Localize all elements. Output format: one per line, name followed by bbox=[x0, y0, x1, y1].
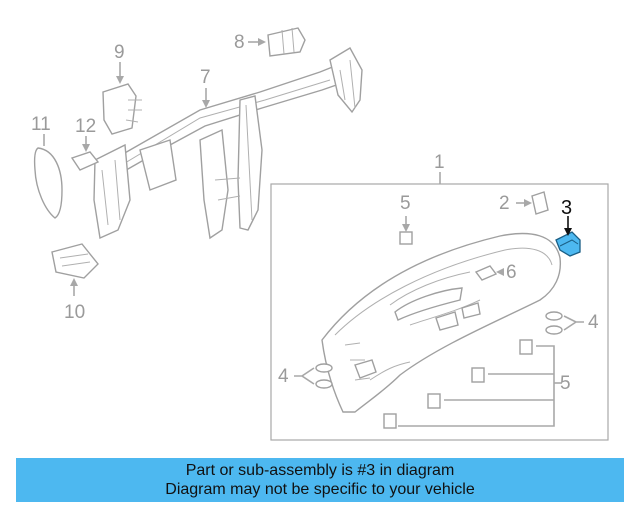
callout-5-right: 5 bbox=[560, 373, 571, 394]
clip-part-5-top bbox=[399, 231, 413, 245]
callout-10: 10 bbox=[64, 302, 86, 323]
callout-4-right: 4 bbox=[588, 312, 599, 333]
side-panel-part-11 bbox=[33, 147, 63, 219]
callout-5-top: 5 bbox=[400, 193, 411, 214]
callout-6: 6 bbox=[506, 262, 517, 283]
discs-part-4-right bbox=[545, 311, 584, 335]
callout-9: 9 bbox=[114, 42, 125, 63]
callout-1: 1 bbox=[434, 152, 445, 173]
info-banner: Part or sub-assembly is #3 in diagram Di… bbox=[16, 458, 624, 502]
discs-part-4-left bbox=[294, 363, 333, 389]
clips-part-5 bbox=[383, 339, 562, 429]
cross-car-beam bbox=[93, 47, 363, 240]
callout-12: 12 bbox=[75, 116, 97, 137]
banner-line-2: Diagram may not be specific to your vehi… bbox=[165, 481, 475, 498]
clip-part-2 bbox=[531, 191, 549, 215]
banner-line-1: Part or sub-assembly is #3 in diagram bbox=[185, 462, 455, 479]
callout-2: 2 bbox=[499, 193, 510, 214]
bracket-part-8 bbox=[267, 27, 306, 57]
callout-8: 8 bbox=[234, 32, 245, 53]
callout-11: 11 bbox=[31, 114, 51, 135]
instrument-panel bbox=[321, 232, 562, 413]
vent-part-6 bbox=[474, 265, 498, 281]
callout-7: 7 bbox=[200, 67, 211, 88]
highlighted-part-3 bbox=[555, 231, 581, 257]
bracket-part-9 bbox=[102, 83, 142, 135]
callout-4-left: 4 bbox=[278, 366, 289, 387]
clip-part-12 bbox=[70, 151, 100, 171]
bracket-part-10 bbox=[51, 243, 99, 279]
callout-3: 3 bbox=[561, 197, 573, 219]
